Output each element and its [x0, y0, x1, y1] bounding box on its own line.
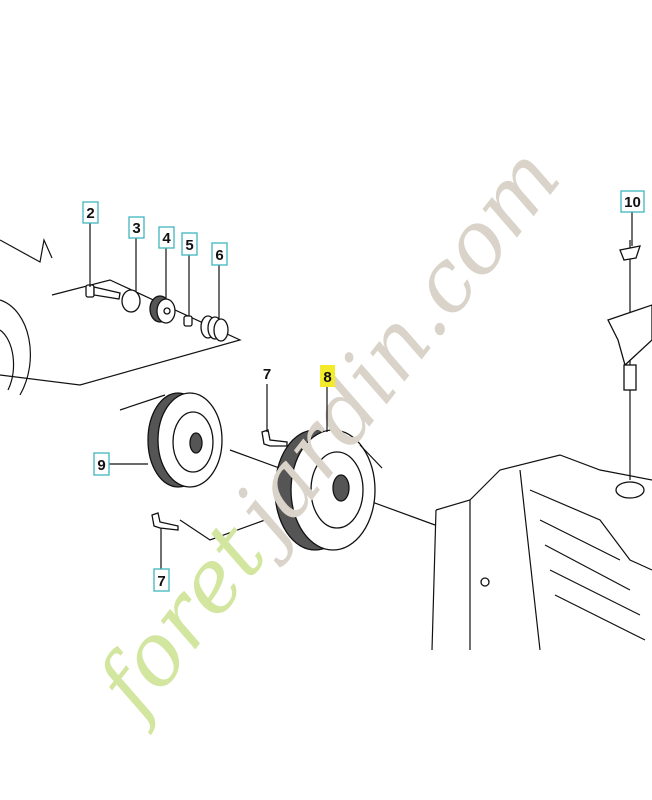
part-screw-2	[85, 284, 121, 300]
svg-text:8: 8	[323, 369, 331, 386]
starter-housing	[431, 454, 652, 651]
part-oring-3	[121, 289, 141, 313]
callout-9[interactable]: 9	[93, 452, 148, 476]
callout-6[interactable]: 6	[211, 242, 228, 320]
housing-left	[0, 237, 53, 396]
part-pulley-4	[149, 295, 176, 324]
part-handle-10	[607, 240, 652, 480]
part-starter-pulley-8	[274, 429, 383, 551]
svg-text:10: 10	[624, 194, 641, 211]
callout-7-top[interactable]: 7	[263, 366, 271, 432]
callout-5[interactable]: 5	[181, 232, 198, 316]
svg-text:7: 7	[263, 366, 271, 383]
callout-3[interactable]: 3	[128, 216, 145, 292]
callout-2[interactable]: 2	[82, 201, 99, 287]
svg-text:4: 4	[162, 230, 171, 247]
part-bushing-5	[183, 315, 193, 327]
svg-text:foret: foret	[74, 505, 286, 737]
callout-4[interactable]: 4	[158, 226, 175, 299]
part-pulley-9	[147, 392, 223, 488]
callout-10[interactable]: 10	[620, 190, 645, 246]
part-screw-7-top	[261, 429, 288, 447]
part-screw-7-bottom	[151, 512, 179, 531]
svg-text:2: 2	[86, 205, 94, 222]
callout-8[interactable]: 8	[320, 365, 335, 432]
svg-text:5: 5	[185, 237, 193, 254]
svg-text:9: 9	[97, 457, 105, 474]
svg-text:3: 3	[132, 220, 140, 237]
svg-text:7: 7	[157, 573, 165, 590]
callout-7-bottom[interactable]: 7	[153, 528, 170, 592]
part-spring-6	[200, 315, 229, 342]
svg-text:6: 6	[215, 247, 223, 264]
